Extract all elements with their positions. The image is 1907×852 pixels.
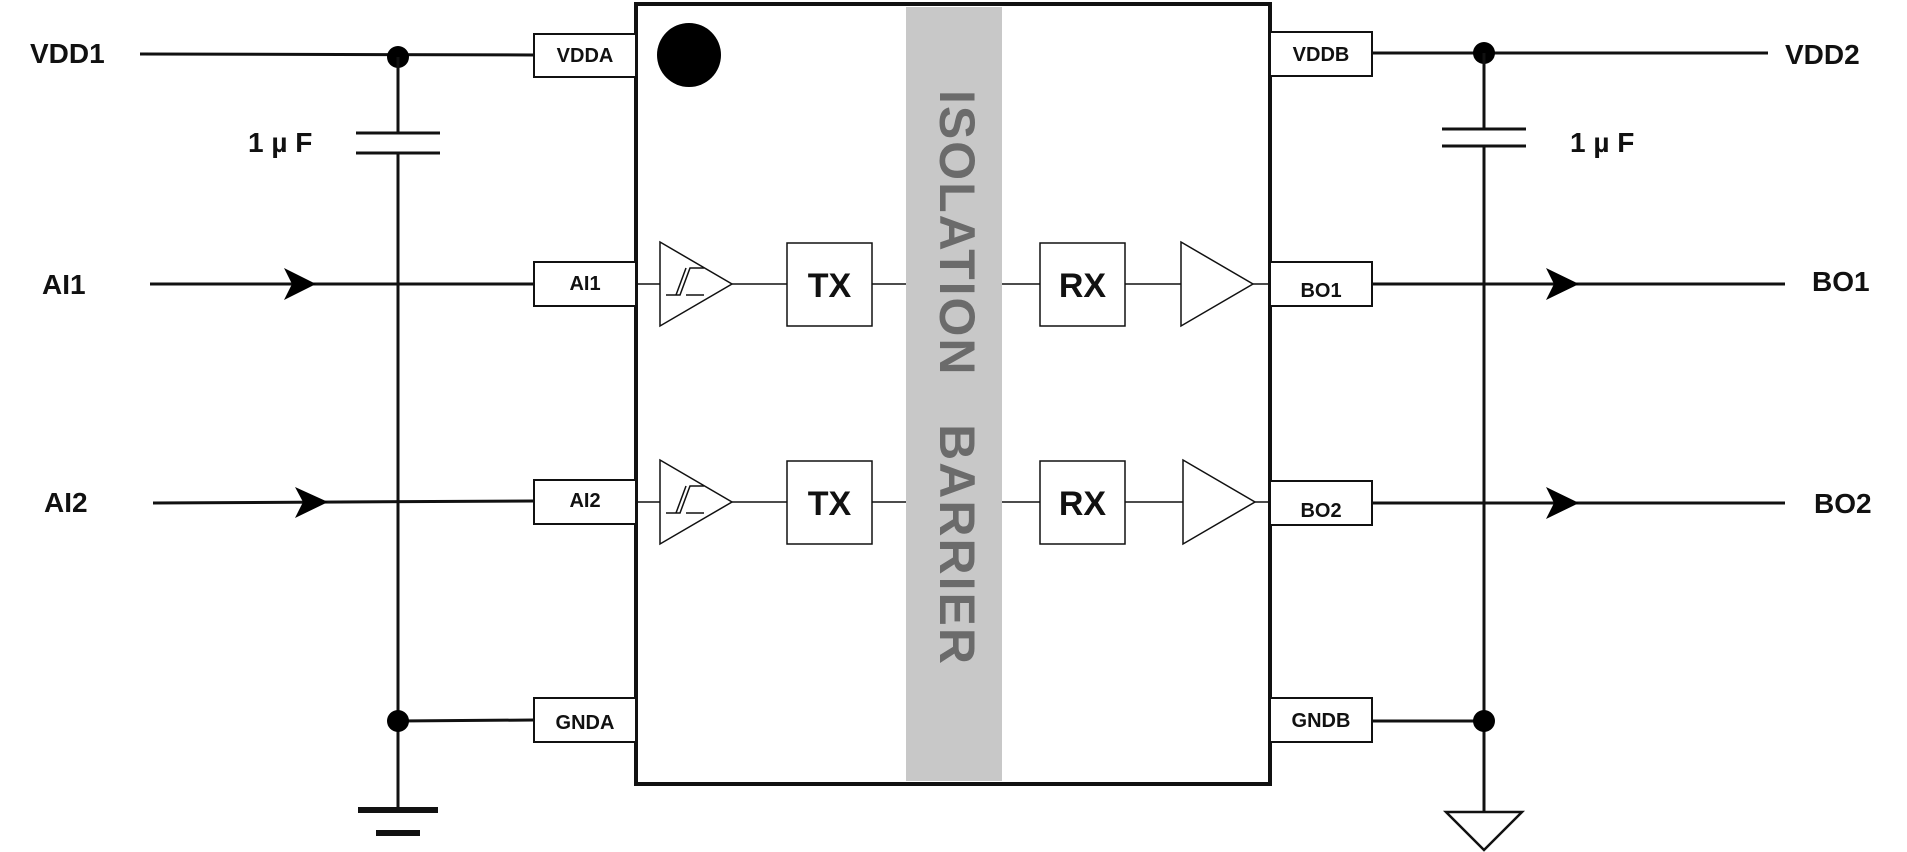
- svg-text:BO1: BO1: [1300, 280, 1341, 302]
- output-buffer-1-icon: [1180, 240, 1255, 328]
- pin-gndb: GNDB: [1269, 697, 1373, 743]
- bo1-label: BO1: [1812, 266, 1870, 297]
- svg-text:TX: TX: [808, 485, 852, 523]
- bo2-arrow-icon: [1546, 487, 1579, 519]
- ai2-arrow-icon: [295, 487, 328, 518]
- svg-text:RX: RX: [1059, 267, 1107, 305]
- svg-text:BO2: BO2: [1300, 500, 1341, 522]
- ground-left-icon: [358, 807, 438, 836]
- ai1-arrow-icon: [284, 268, 316, 300]
- schmitt-buffer-1-icon: [659, 240, 734, 328]
- bo1-arrow-icon: [1546, 268, 1579, 300]
- svg-text:RX: RX: [1059, 485, 1107, 523]
- pin-bo1: BO1: [1269, 261, 1373, 307]
- isolation-barrier: [906, 7, 1002, 781]
- tx-block-1: TX: [786, 242, 873, 327]
- tx-block-2: TX: [786, 460, 873, 545]
- rx-block-1: RX: [1039, 242, 1126, 327]
- ground-right-icon: [1442, 810, 1526, 852]
- svg-text:VDDA: VDDA: [557, 45, 614, 67]
- pin-vddb: VDDB: [1269, 31, 1373, 77]
- capacitor-right-label: 1 µ F: [1570, 127, 1634, 158]
- pin1-indicator-dot: [657, 23, 721, 87]
- pin-ai1: AI1: [533, 261, 637, 307]
- pin-bo2: BO2: [1269, 480, 1373, 526]
- pin-vdda: VDDA: [533, 33, 637, 78]
- svg-text:AI1: AI1: [569, 273, 600, 295]
- rx-block-2: RX: [1039, 460, 1126, 545]
- ai2-label: AI2: [44, 487, 88, 518]
- gndb-junction-dot: [1473, 710, 1495, 732]
- svg-text:TX: TX: [808, 267, 852, 305]
- ai1-label: AI1: [42, 269, 86, 300]
- isolation-barrier-label: ISOLATION BARRIER: [929, 90, 985, 666]
- svg-text:GNDA: GNDA: [556, 712, 615, 734]
- svg-text:AI2: AI2: [569, 490, 600, 512]
- capacitor-left: [356, 131, 440, 155]
- pin-gnda: GNDA: [533, 697, 637, 743]
- vdd1-label: VDD1: [30, 38, 105, 69]
- bo2-label: BO2: [1814, 488, 1872, 519]
- output-buffer-2-icon: [1182, 458, 1257, 546]
- capacitor-left-label: 1 µ F: [248, 127, 312, 158]
- gnda-junction-dot: [387, 710, 409, 732]
- vdd2-label: VDD2: [1785, 39, 1860, 70]
- svg-text:GNDB: GNDB: [1292, 710, 1351, 732]
- pin-ai2: AI2: [533, 479, 637, 525]
- schmitt-buffer-2-icon: [659, 458, 734, 546]
- capacitor-right: [1442, 127, 1526, 148]
- svg-text:VDDB: VDDB: [1293, 44, 1350, 66]
